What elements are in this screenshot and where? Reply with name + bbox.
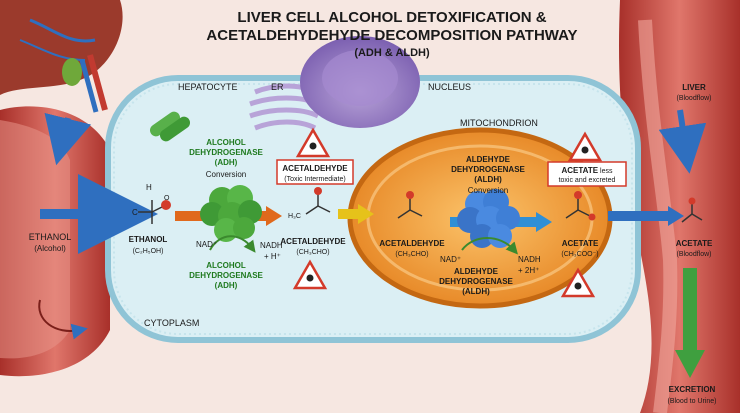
acetaldehyde-molecule-icon xyxy=(305,187,331,215)
toxic-warning-icon-2 xyxy=(292,259,328,290)
er-label: ER xyxy=(271,82,284,92)
title-line-2: ACETALDEHYDEHYDE DECOMPOSITION PATHWAY xyxy=(206,27,577,44)
acetate-mito-name: ACETATE xyxy=(562,239,599,248)
adh-nadh: NADH xyxy=(260,241,283,250)
aldh-cofactor-arrow xyxy=(461,237,518,255)
acetate-warning-line1: ACETATE less xyxy=(562,166,613,175)
adh-cofactor-arrow xyxy=(209,235,256,253)
toxic-warning-icon-1 xyxy=(295,127,331,158)
acetaldehyde-warning-name: ACETALDEHYDE xyxy=(282,164,348,173)
nucleus-organelle-icon xyxy=(300,36,420,128)
ethanol-atom-o: O xyxy=(164,195,170,202)
acetate-warning-name: ACETATE xyxy=(562,166,599,175)
acetate-warning-note: toxic and excreted xyxy=(559,177,616,184)
adh-nad: NAD⁺ xyxy=(196,240,217,249)
acetaldehyde-mito-molecule-icon xyxy=(397,191,423,219)
adh-top-line1: ALCOHOL xyxy=(206,138,246,147)
adh-top-conversion: Conversion xyxy=(206,170,246,179)
right-liver-sub: (Bloodflow) xyxy=(676,95,711,102)
title-line-1: LIVER CELL ALCOHOL DETOXIFICATION & xyxy=(237,9,546,26)
acetate-warning-note-inline: less xyxy=(600,168,613,175)
acetaldehyde-cyto-name: ACETALDEHYDE xyxy=(280,237,346,246)
hepatocyte-label: HEPATOCYTE xyxy=(178,82,238,92)
aldh-bottom-line1: ALDEHYDE xyxy=(454,267,499,276)
right-acetate-name: ACETATE xyxy=(676,239,713,248)
acetate-mito-formula: (CH₃COO⁻) xyxy=(561,251,598,258)
vessel-ethanol-name: ETHANOL xyxy=(29,232,72,242)
aldh-top-line3: (ALDH) xyxy=(474,175,502,184)
acetaldehyde-mito-name: ACETALDEHYDE xyxy=(379,239,445,248)
aldh-bottom-line2: DEHYDROGENASE xyxy=(439,277,513,286)
acetaldehyde-warning-note: (Toxic Intermediate) xyxy=(284,176,345,183)
adh-bottom-line1: ALCOHOL xyxy=(206,261,246,270)
ethanol-atom-h: H xyxy=(146,183,152,192)
aldh-top-line1: ALDEHYDE xyxy=(466,155,511,164)
aldh-enzyme-icon xyxy=(457,189,520,248)
liver-organ-icon xyxy=(0,0,123,113)
toxic-warning-icon-4 xyxy=(560,267,596,298)
acetate-vessel-molecule-icon xyxy=(681,197,703,223)
acetaldehyde-group: H₃C xyxy=(288,213,301,220)
acetaldehyde-mito-formula: (CH₃CHO) xyxy=(395,251,428,258)
toxic-warning-icon-3 xyxy=(567,131,603,162)
ethanol-name: ETHANOL xyxy=(129,235,168,244)
ethanol-molecule-icon xyxy=(138,200,171,224)
adh-h: + H⁺ xyxy=(264,252,281,261)
organelle-icon xyxy=(149,111,191,142)
adh-top-line3: (ADH) xyxy=(215,158,238,167)
right-liver-name: LIVER xyxy=(682,83,706,92)
liver-to-vessel-arrow xyxy=(44,112,92,166)
ethanol-formula: (C₂H₅OH) xyxy=(133,248,164,255)
vessel-ethanol-sub: (Alcohol) xyxy=(34,244,66,253)
aldh-top-conversion: Conversion xyxy=(468,186,508,195)
acetaldehyde-cyto-formula: (CH₃CHO) xyxy=(296,249,329,256)
acetate-molecule-icon xyxy=(565,191,596,221)
nucleus-label: NUCLEUS xyxy=(428,82,471,92)
left-blood-vessel xyxy=(0,106,110,377)
cytoplasm-label: CYTOPLASM xyxy=(144,318,199,328)
aldh-h: + 2H⁺ xyxy=(518,266,539,275)
acetaldehyde-warning-box xyxy=(276,159,354,185)
adh-bottom-line3: (ADH) xyxy=(215,281,238,290)
adh-top-line2: DEHYDROGENASE xyxy=(189,148,263,157)
right-acetate-sub: (Bloodflow) xyxy=(676,251,711,258)
title-subtitle: (ADH & ALDH) xyxy=(354,47,430,59)
aldh-top-line2: DEHYDROGENASE xyxy=(451,165,525,174)
aldh-nadh: NADH xyxy=(518,255,541,264)
adh-bottom-line2: DEHYDROGENASE xyxy=(189,271,263,280)
ethanol-atom-c: C xyxy=(132,208,138,217)
excretion-name: EXCRETION xyxy=(669,385,716,394)
acetate-warning-box xyxy=(547,161,627,187)
aldh-bottom-line3: (ALDH) xyxy=(462,287,490,296)
right-blood-vessel xyxy=(619,0,740,413)
mitochondrion-label: MITOCHONDRION xyxy=(460,118,538,128)
excretion-sub: (Blood to Urine) xyxy=(667,398,716,405)
liver-bloodflow-arrow xyxy=(658,109,707,174)
aldh-nad: NAD⁺ xyxy=(440,255,461,264)
